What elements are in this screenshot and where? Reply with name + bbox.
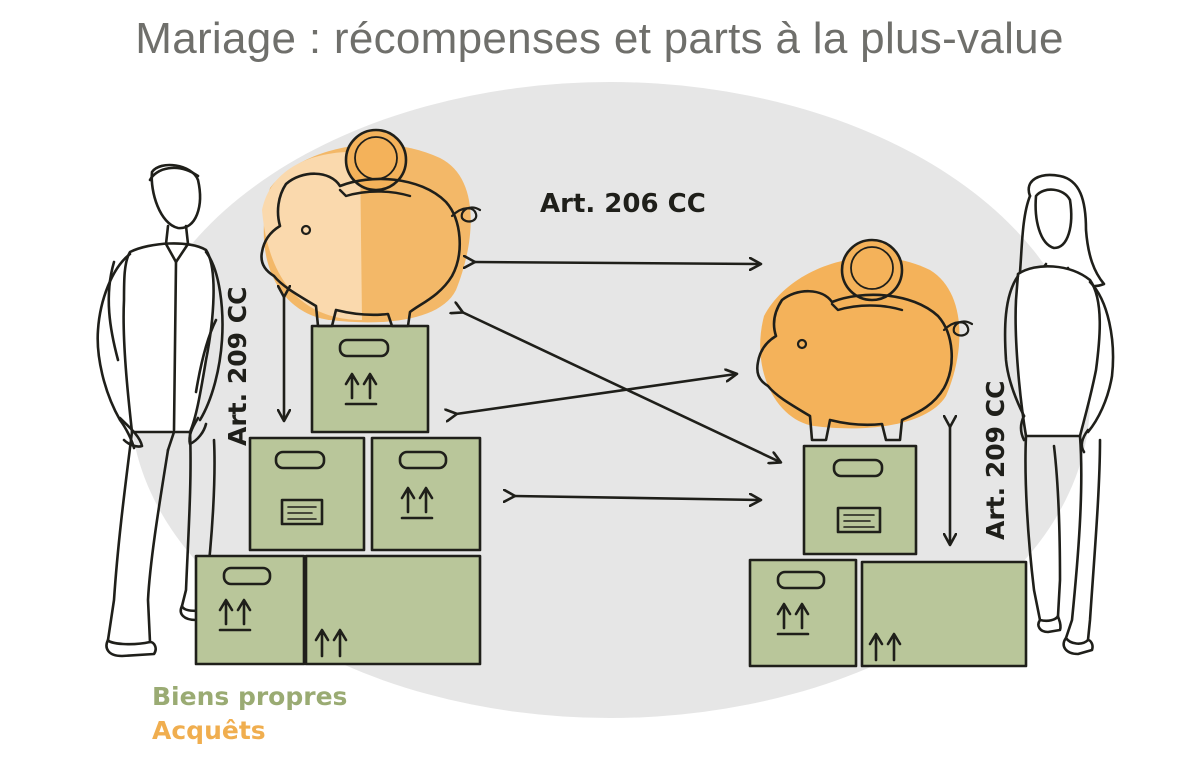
right-box-stack xyxy=(748,444,1028,668)
page-title: Mariage : récompenses et parts à la plus… xyxy=(135,14,1064,63)
box xyxy=(194,554,306,666)
left-box-stack xyxy=(194,324,482,666)
legend-acquests: Acquêts xyxy=(152,716,266,745)
box xyxy=(860,560,1028,668)
piggy-bank-icon xyxy=(260,128,482,328)
coin-icon xyxy=(840,238,904,302)
coin-icon xyxy=(344,128,408,192)
legend: Biens propres Acquêts xyxy=(152,680,347,748)
box xyxy=(748,558,858,668)
man-figure xyxy=(96,163,224,658)
piggy-bank-icon xyxy=(756,238,974,442)
box xyxy=(370,436,482,552)
double-arrow-icon xyxy=(284,262,950,544)
box xyxy=(248,436,366,552)
woman-figure xyxy=(1003,173,1115,656)
box xyxy=(802,444,918,556)
art209-left-label: Art. 209 CC xyxy=(223,287,252,446)
legend-own-property: Biens propres xyxy=(152,682,348,711)
art209-right-label: Art. 209 CC xyxy=(981,381,1010,540)
box xyxy=(304,554,482,666)
box xyxy=(310,324,430,434)
art206-label: Art. 206 CC xyxy=(540,189,706,219)
